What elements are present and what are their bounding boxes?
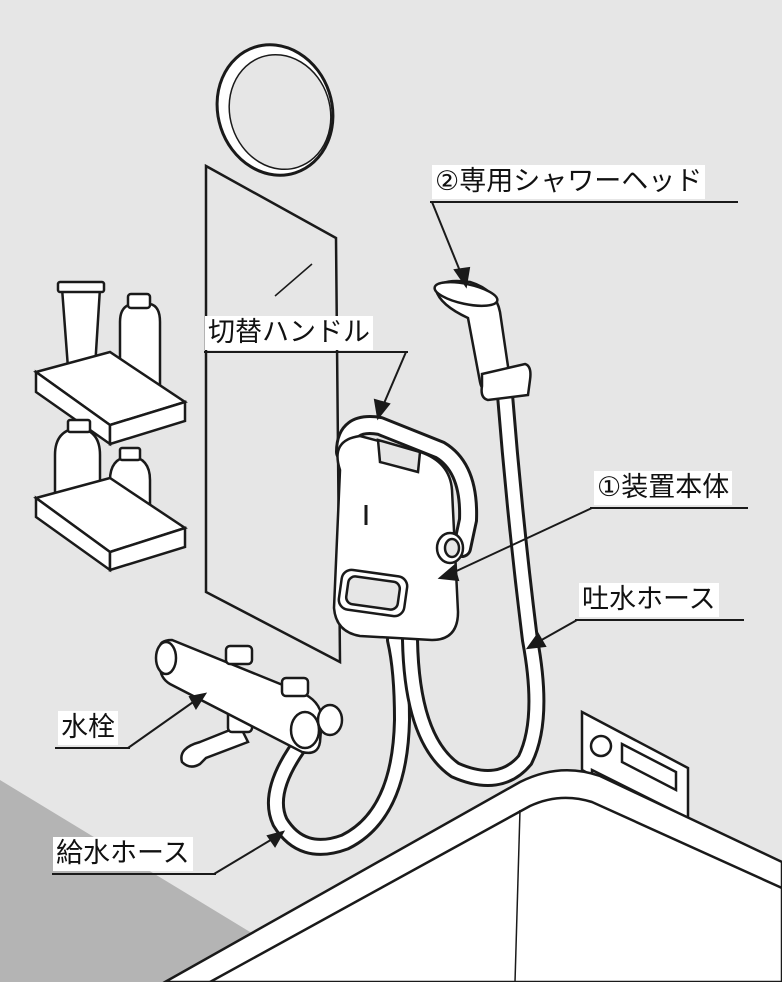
shower-head-drawing xyxy=(433,279,532,402)
label-main-unit: ①装置本体 xyxy=(594,471,733,505)
main-unit-drawing xyxy=(332,434,465,642)
bathtub-drawing xyxy=(162,768,782,982)
ceiling-light xyxy=(215,43,335,177)
label-leaders xyxy=(52,201,748,875)
switch-handle-drawing xyxy=(335,415,479,558)
label-switch-handle: 切替ハンドル xyxy=(205,316,373,350)
faucet-drawing xyxy=(154,638,344,768)
label-shower-head: ②専用シャワーヘッド xyxy=(432,165,706,199)
label-outlet-hose: 吐水ホース xyxy=(579,583,719,617)
label-faucet: 水栓 xyxy=(58,711,118,745)
label-supply-hose: 給水ホース xyxy=(53,837,193,871)
bottle-shelf xyxy=(33,280,188,573)
supply-hose-drawing xyxy=(266,631,412,856)
floor xyxy=(0,780,255,982)
mirror xyxy=(204,163,342,665)
outlet-hose-drawing xyxy=(401,386,546,787)
